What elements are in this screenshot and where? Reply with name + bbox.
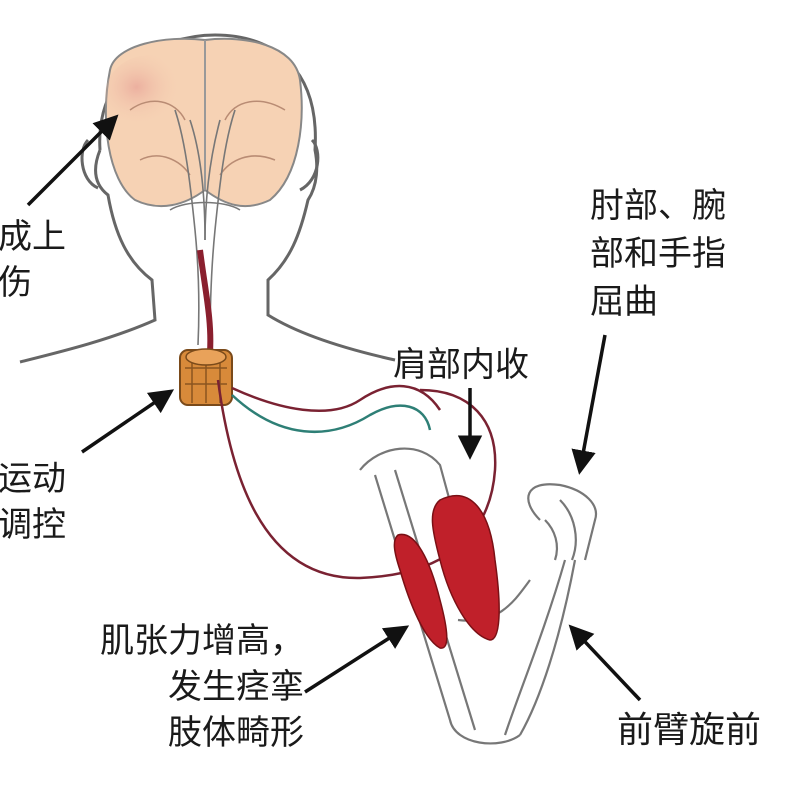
elbow-wrist-flexion-label: 肘部、腕 部和手指 屈曲 — [590, 182, 726, 326]
tone-label-line-3: 肢体畸形 — [168, 713, 304, 753]
elbow-label-line-3: 屈曲 — [590, 282, 658, 322]
arrow-to-brain — [26, 114, 119, 207]
stroke-label-line-2: 伤 — [0, 263, 32, 303]
arrow-to-spinal-cord — [81, 389, 175, 454]
forearm-muscle — [393, 533, 448, 649]
biceps-muscle — [431, 494, 500, 641]
stroke-injury-label: 成上 伤 — [0, 214, 66, 306]
muscle-tone-label: 肌张力增高， 发生痉挛 肢体畸形 — [100, 618, 304, 756]
brain — [104, 37, 303, 208]
stroke-label-line-1: 成上 — [0, 217, 66, 257]
motor-nerve-teal — [231, 394, 432, 433]
elbow-label-line-2: 部和手指 — [590, 234, 726, 274]
annotation-arrows — [26, 114, 642, 702]
forearm-pronation-label: 前臂旋前 — [617, 710, 762, 751]
tone-label-line-1: 肌张力增高， — [100, 621, 304, 661]
shoulder-adduction-label: 肩部内收 — [393, 345, 529, 385]
arrow-to-forearm — [568, 624, 642, 702]
tone-label-line-2: 发生痉挛 — [168, 667, 304, 707]
motor-control-line-2: 调控 — [0, 505, 66, 545]
arrow-to-muscle — [304, 625, 410, 694]
motor-control-label: 运动 调控 — [0, 456, 66, 548]
arm-outline — [359, 447, 598, 745]
elbow-label-line-1: 肘部、腕 — [590, 186, 726, 226]
motor-nerve-red-inner — [231, 384, 442, 412]
arrow-to-elbow-wrist — [571, 334, 607, 475]
motor-control-line-1: 运动 — [0, 459, 66, 499]
spinal-cord-segment — [179, 348, 233, 406]
corticospinal-tract — [197, 249, 214, 353]
